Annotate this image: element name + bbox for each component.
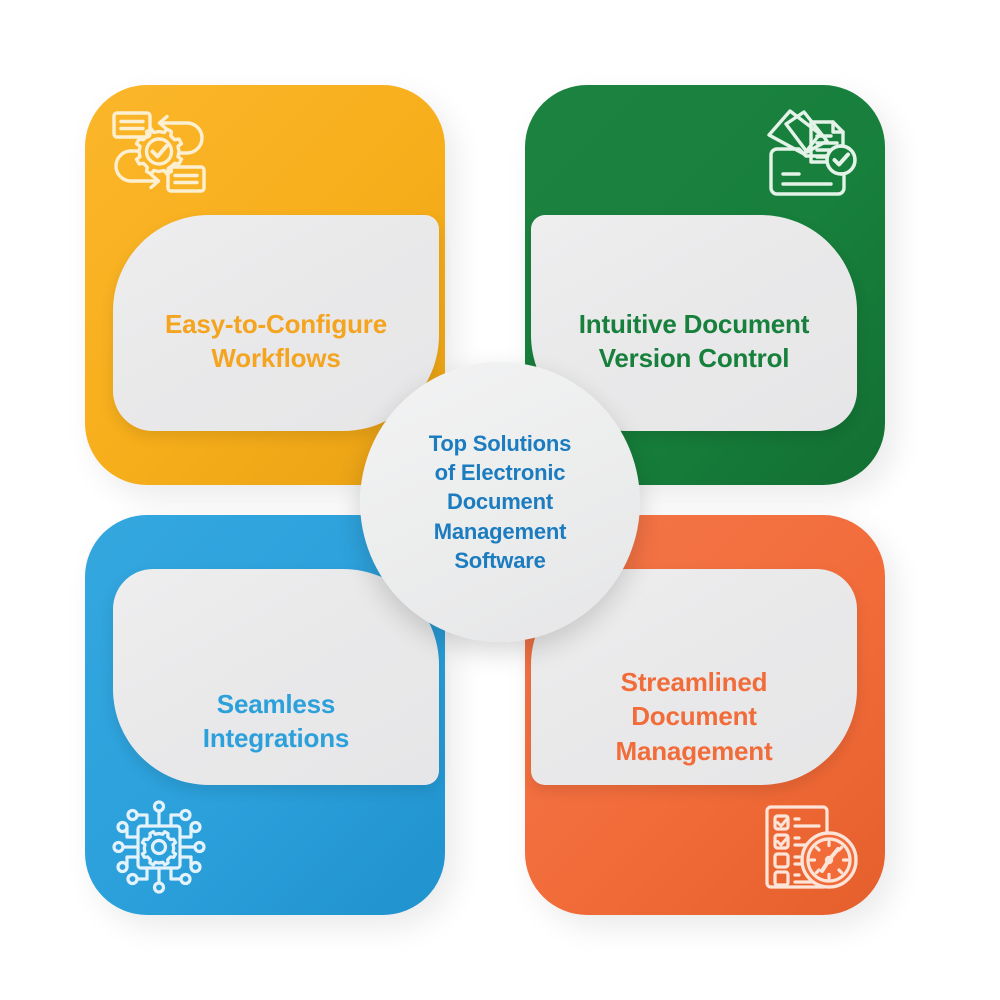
center-hub: Top Solutions of Electronic Document Man… [360, 362, 640, 642]
card-title: Intuitive Document Version Control [578, 309, 810, 374]
card-inner-panel: Easy-to-Configure Workflows [113, 215, 439, 431]
card-easy-to-configure-workflows[interactable]: Easy-to-Configure Workflows [85, 85, 455, 497]
checklist-clock-icon [759, 797, 863, 897]
center-title: Top Solutions of Electronic Document Man… [428, 430, 572, 573]
card-seamless-integrations[interactable]: Seamless Integrations [85, 515, 455, 927]
chip-circuit-gear-icon [107, 797, 211, 897]
card-title: Streamlined Document Management [615, 667, 773, 766]
folder-documents-check-icon [759, 105, 863, 205]
card-inner-panel: Intuitive Document Version Control [531, 215, 857, 431]
workflow-gear-icon [107, 105, 211, 205]
card-intuitive-document-version-control[interactable]: Intuitive Document Version Control [525, 85, 895, 497]
card-title: Seamless Integrations [202, 689, 350, 754]
card-title: Easy-to-Configure Workflows [165, 309, 387, 374]
card-inner-panel: Seamless Integrations [113, 569, 439, 785]
